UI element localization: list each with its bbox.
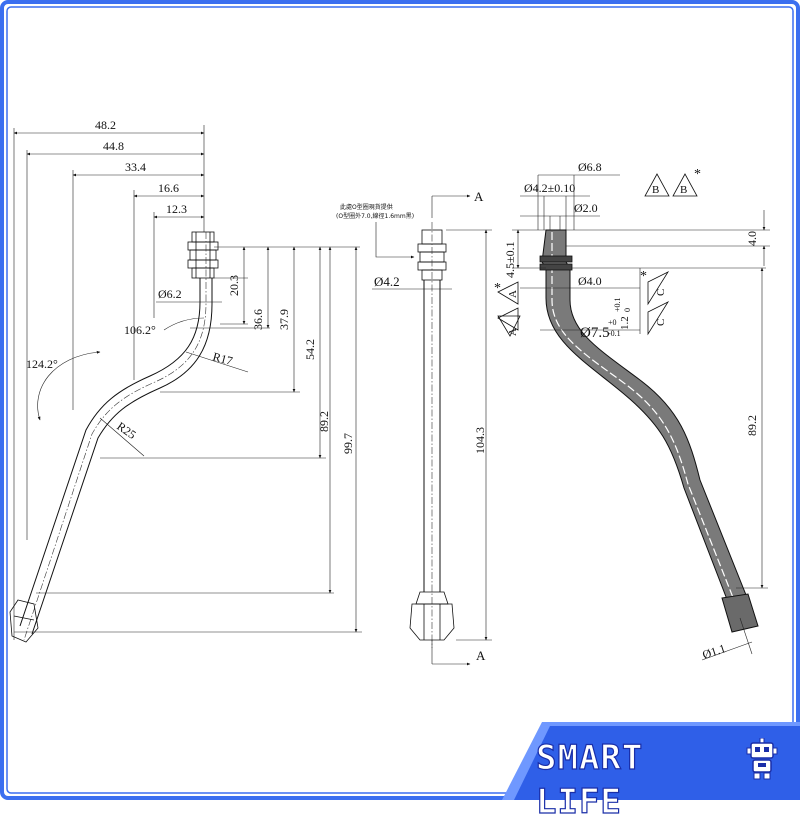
o-ring-note-line1: 此處O型圈現貨提供: [340, 203, 393, 211]
section-a-bottom: A: [476, 648, 486, 663]
diameter-6-2: Ø6.2: [158, 287, 182, 301]
dim-44-8: 44.8: [103, 139, 124, 153]
length-104-3: 104.3: [473, 427, 487, 454]
radius-r17: R17: [211, 349, 234, 368]
dim-89-2: 89.2: [317, 411, 331, 432]
diameter-4-0: Ø4.0: [578, 274, 602, 288]
datum-c-1: C: [655, 289, 667, 296]
datum-c-2: C: [655, 319, 667, 326]
asterisk-c: *: [640, 269, 647, 284]
diameter-1-1: Ø1.1: [701, 641, 728, 662]
groove-1-2-tol-lower: 0: [623, 308, 632, 312]
dim-4-0: 4.0: [745, 231, 759, 246]
dim-99-7: 99.7: [341, 433, 355, 454]
radius-r25: R25: [114, 419, 138, 442]
dim-12-3: 12.3: [166, 202, 187, 216]
angle-124-2: 124.2°: [26, 357, 58, 371]
dim-36-6: 36.6: [251, 309, 265, 330]
robot-icon: [746, 738, 778, 780]
diameter-2-0: Ø2.0: [574, 201, 598, 215]
asterisk-b: *: [694, 167, 701, 182]
o-ring-note-line2: (O型圈外7.0,線徑1.6mm黑): [336, 212, 414, 220]
diameter-6-8: Ø6.8: [578, 160, 602, 174]
diameter-7-5-tol-upper: +0: [608, 318, 617, 327]
right-view: Ø6.8 Ø4.2±0.10 Ø2.0 B B * 4.0 89.2: [494, 160, 770, 662]
datum-b-2: B: [680, 184, 687, 196]
diameter-7-5: Ø7.5: [580, 325, 610, 341]
dim-54-2: 54.2: [303, 339, 317, 360]
datum-b-1: B: [652, 184, 659, 196]
diameter-7-5-tol-lower: -0.1: [608, 329, 621, 338]
tube-section: [541, 229, 749, 603]
asterisk-a: *: [494, 281, 501, 296]
angle-106-2: 106.2°: [124, 323, 156, 337]
diameter-4-2-tol: Ø4.2±0.10: [524, 181, 575, 195]
diameter-4-2: Ø4.2: [374, 274, 400, 289]
groove-1-2-tol-upper: +0.1: [613, 297, 622, 312]
dim-89-2-right: 89.2: [745, 415, 759, 436]
dim-16-6: 16.6: [158, 181, 179, 195]
brand-name: SMART LIFE: [535, 737, 644, 822]
middle-view: 此處O型圈現貨提供 (O型圈外7.0,線徑1.6mm黑) A A: [336, 189, 492, 666]
dim-33-4: 33.4: [125, 160, 146, 174]
dim-4-5-tol: 4.5±0.1: [503, 241, 517, 278]
dim-48-2: 48.2: [95, 118, 116, 132]
technical-drawing: 48.2 44.8 33.4 16.6 12.3: [9, 118, 770, 666]
groove-1-2: 1.2: [619, 316, 631, 330]
dim-20-3: 20.3: [227, 275, 241, 296]
left-view: 48.2 44.8 33.4 16.6 12.3: [9, 118, 362, 643]
section-a-top: A: [474, 189, 484, 204]
dim-37-9: 37.9: [277, 309, 291, 330]
datum-a-2: A: [507, 328, 519, 336]
brand-banner: [502, 722, 800, 800]
image-frame: [0, 0, 800, 800]
datum-a-1: A: [507, 290, 519, 298]
